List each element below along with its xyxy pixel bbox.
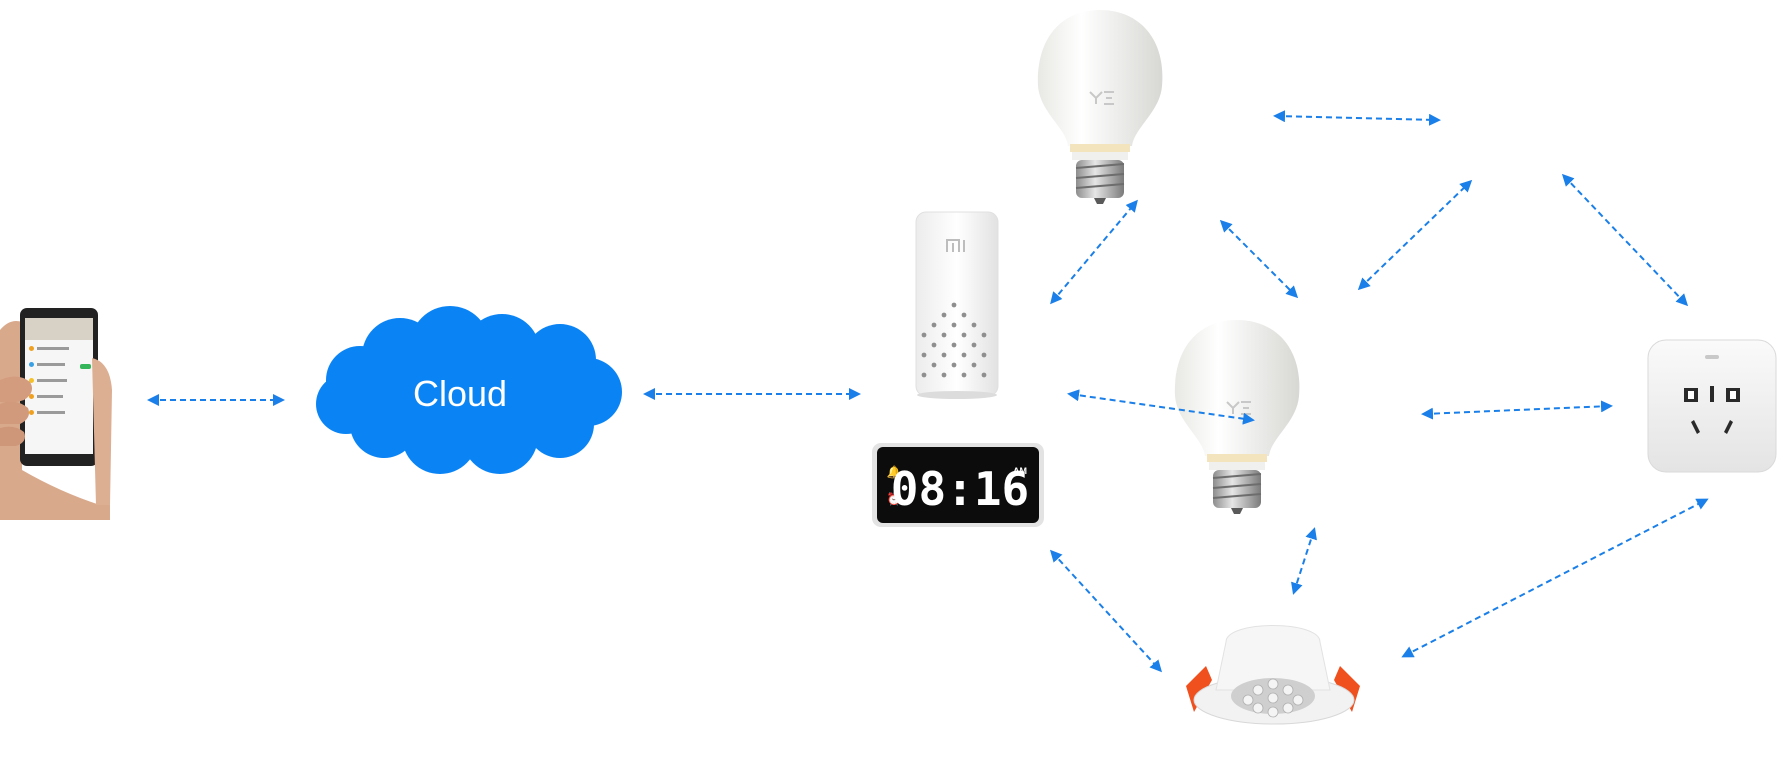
led-lens [1292,694,1304,706]
yeelight-logo-icon [1089,91,1114,105]
speaker-grille-dot [921,372,927,378]
led-lens [1267,706,1279,718]
speaker-grille-dot [921,352,927,358]
led-lens [1252,684,1264,696]
arrow-bulb-mid-downlight [1291,527,1317,595]
led-lens [1282,684,1294,696]
speaker-grille-dot [981,352,987,358]
smartphone-in-hand [0,308,112,520]
speaker-grille-dot [931,342,937,348]
speaker-grille-dot [941,312,947,318]
alarm-clock-icon: ⏰ [887,491,902,506]
arrow-bulb-top-bulb-mid [1219,219,1299,299]
arrow-bulb-top-right [1273,110,1441,126]
connection-arrows [147,110,1709,673]
speaker-grille-dot [951,342,957,348]
speaker-grille-dot [981,372,987,378]
arrow-upper-right-plug [1561,173,1689,307]
speaker-grille-dot [921,332,927,338]
speaker-grille-dot [951,322,957,328]
led-lens [1242,694,1254,706]
speaker-grille-dot [951,362,957,368]
speaker-grille-dot [981,332,987,338]
speaker-grille-dot [941,352,947,358]
arrow-bulb-mid-plug [1421,400,1613,420]
arrow-speaker-bulb-mid [1067,389,1255,425]
speaker-grille-dot [961,352,967,358]
smart-bulb-top [1037,10,1163,204]
arrow-speaker-bulb-top [1050,199,1138,305]
alarm-bell-icon: 🔔 [887,465,902,479]
speaker-grille-dot [971,342,977,348]
speaker-grille-dot [961,312,967,318]
led-lens [1267,692,1279,704]
speaker-grille-dot [941,332,947,338]
mi-logo-icon [946,239,965,252]
alarm-clock: 🔔 ⏰ 08:16 AM [872,443,1044,527]
arrow-downlight-plug [1401,498,1709,658]
clock-time: 08:16 [891,462,1029,516]
speaker-grille-dot [971,362,977,368]
cloud-icon: Cloud [316,306,622,474]
led-lens [1252,702,1264,714]
speaker-grille-dot [951,302,957,308]
led-lens [1282,702,1294,714]
speaker-grille-dot [961,372,967,378]
cloud-label: Cloud [413,373,507,414]
ceiling-downlight [1186,625,1360,725]
clock-meridiem: AM [1013,466,1027,476]
speaker-grille-dot [971,322,977,328]
speaker-grille-dot [961,332,967,338]
arrow-bulb-mid-upper-right [1357,179,1473,291]
speaker-grille-dot [941,372,947,378]
led-lens [1267,678,1279,690]
smart-bulb-middle [1174,320,1300,514]
smart-plug [1647,339,1777,473]
speaker-grille-dot [931,322,937,328]
smart-speaker [915,211,999,399]
arrow-clock-downlight [1049,549,1163,673]
speaker-grille-dot [931,362,937,368]
